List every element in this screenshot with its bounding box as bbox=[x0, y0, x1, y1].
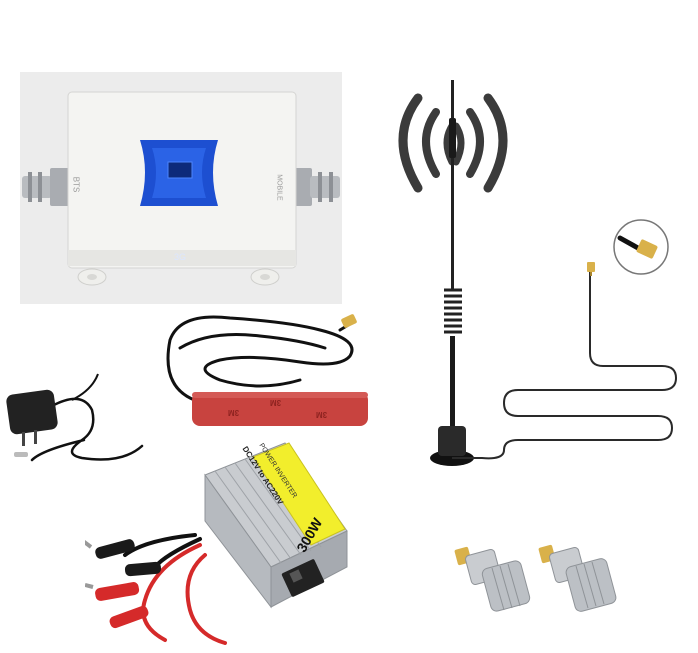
tape-mark-2: 3M bbox=[270, 398, 282, 407]
inverter-label bbox=[252, 442, 346, 546]
n-connector-right bbox=[538, 536, 628, 614]
power-adapter bbox=[2, 370, 152, 470]
antenna-coil bbox=[444, 288, 462, 334]
power-adapter-body bbox=[6, 389, 58, 435]
antenna-cable bbox=[452, 258, 692, 468]
power-inverter-illustration bbox=[85, 442, 348, 645]
tape-mark-1: 3M bbox=[228, 408, 240, 417]
repeater-photo: 3G BTS MOBILE bbox=[20, 72, 342, 304]
repeater-left-port-label: BTS bbox=[71, 176, 81, 193]
panel-antenna-cable bbox=[166, 315, 354, 404]
alligator-clip-red bbox=[85, 582, 149, 629]
n-connector-left bbox=[452, 540, 540, 615]
repeater-left-connector bbox=[22, 168, 72, 206]
panel-antenna-body bbox=[192, 392, 368, 426]
sma-connector-inset bbox=[612, 218, 670, 276]
whip-antenna bbox=[378, 78, 528, 473]
repeater-display bbox=[140, 140, 218, 206]
sma-connector-small bbox=[585, 262, 597, 276]
repeater-right-connector bbox=[290, 168, 340, 206]
alligator-clip-black bbox=[85, 539, 162, 577]
panel-antenna: 3M 3M 3M bbox=[150, 300, 380, 430]
whip-antenna-illustration bbox=[398, 80, 508, 466]
power-inverter: DC12V to AC220V POWER INVERTER 300W bbox=[85, 435, 355, 650]
tape-mark-3: 3M bbox=[316, 410, 328, 419]
repeater-display-label: 3G bbox=[174, 252, 187, 262]
repeater-right-port-label: MOBILE bbox=[275, 174, 283, 201]
repeater-illustration bbox=[22, 91, 340, 286]
